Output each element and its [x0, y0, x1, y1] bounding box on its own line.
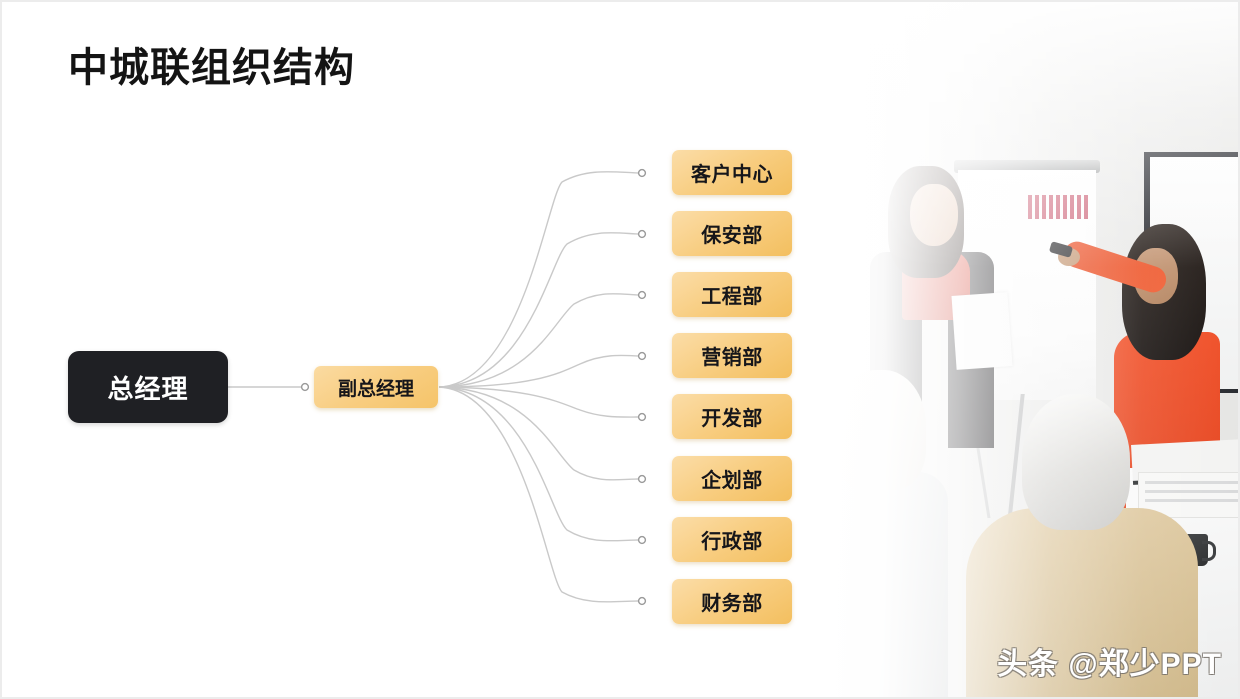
connector-branch-4: [438, 354, 639, 388]
attendee-left-body: [826, 472, 948, 697]
org-node-deputy-general-manager[interactable]: 副总经理: [314, 366, 438, 408]
org-node-department-7[interactable]: 行政部: [672, 517, 792, 562]
connector-dot-7: [637, 535, 647, 545]
org-node-department-2[interactable]: 保安部: [672, 211, 792, 256]
photo-scene: [826, 2, 1238, 697]
connector-dot-2: [637, 229, 647, 239]
attendee-left-hair: [834, 370, 926, 490]
org-node-department-6[interactable]: 企划部: [672, 456, 792, 501]
attendee-center-hair: [1022, 394, 1130, 530]
connector-dot-deputy: [300, 382, 310, 392]
connector-branch-7: [438, 386, 639, 542]
connector-dot-5: [637, 412, 647, 422]
org-node-general-manager[interactable]: 总经理: [68, 351, 228, 423]
page-title: 中城联组织结构: [68, 46, 355, 90]
connector-dot-6: [637, 474, 647, 484]
flipchart-bar-chart: [1028, 195, 1090, 219]
connector-branch-8: [438, 386, 639, 603]
org-node-department-1[interactable]: 客户中心: [672, 150, 792, 195]
presenter-handout: [951, 292, 1013, 370]
org-node-department-5[interactable]: 开发部: [672, 394, 792, 439]
org-node-department-8[interactable]: 财务部: [672, 579, 792, 624]
org-node-department-4[interactable]: 营销部: [672, 333, 792, 378]
connector-branch-1: [438, 171, 639, 388]
connector-branch-5: [438, 386, 639, 418]
connector-branch-2: [438, 232, 639, 388]
connector-dot-1: [637, 168, 647, 178]
org-node-department-3[interactable]: 工程部: [672, 272, 792, 317]
connector-dot-3: [637, 290, 647, 300]
connector-dot-8: [637, 596, 647, 606]
meeting-photo: [826, 2, 1238, 697]
connector-branch-6: [438, 386, 639, 481]
connector-dot-4: [637, 351, 647, 361]
watermark: 头条 @郑少PPT: [997, 648, 1222, 681]
connector-branch-3: [438, 293, 639, 388]
presenter-face: [910, 184, 958, 246]
